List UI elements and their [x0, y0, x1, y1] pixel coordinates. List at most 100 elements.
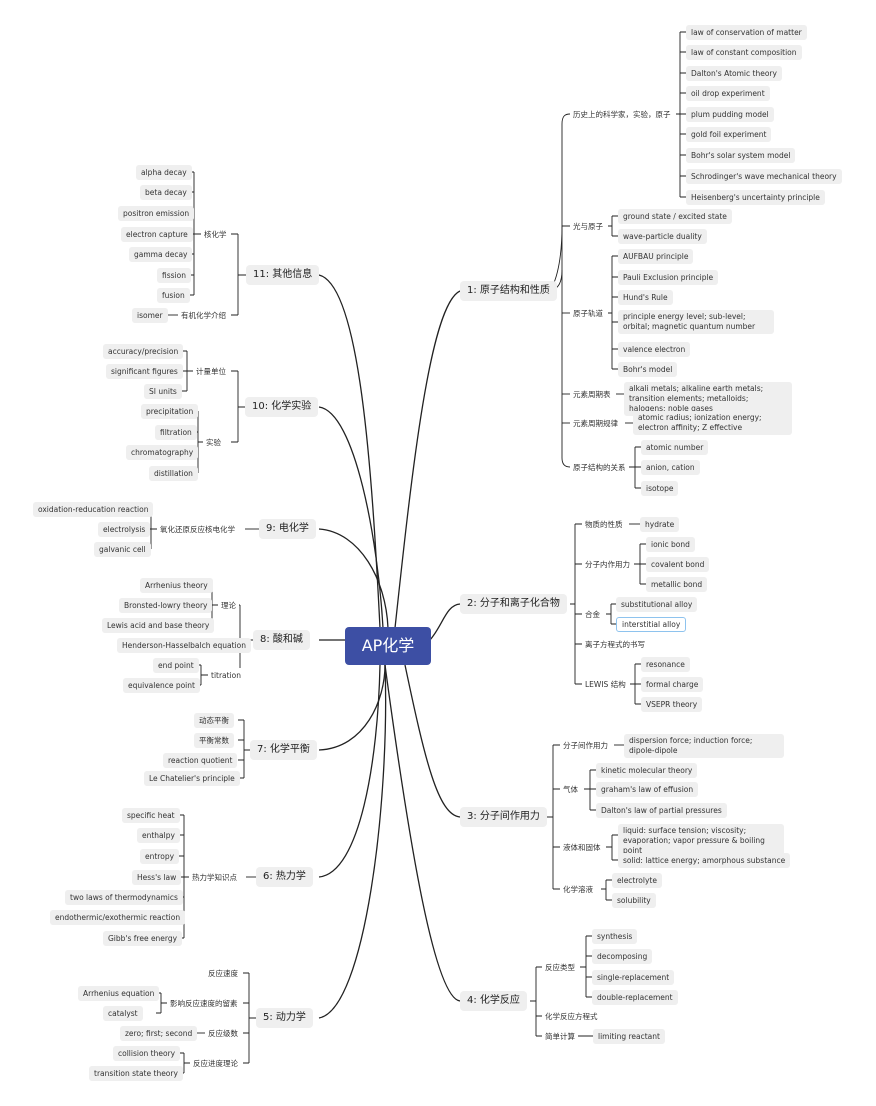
- b2-sub[interactable]: LEWIS 结构: [582, 677, 629, 692]
- b11-leaf[interactable]: electron capture: [121, 227, 193, 242]
- b3-sub[interactable]: 液体和固体: [560, 840, 604, 855]
- b10-leaf[interactable]: accuracy/precision: [103, 344, 184, 359]
- b6-leaf[interactable]: endothermic/exothermic reaction: [50, 910, 186, 925]
- b1-leaf[interactable]: Schrodinger's wave mechanical theory: [686, 169, 842, 184]
- b4-sub[interactable]: 化学反应方程式: [542, 1009, 601, 1024]
- branch-7-title[interactable]: 7: 化学平衡: [250, 740, 317, 760]
- b10-leaf[interactable]: filtration: [155, 425, 197, 440]
- b4-sub[interactable]: 简单计算: [542, 1029, 578, 1044]
- b6-leaf[interactable]: Hess's law: [132, 870, 182, 885]
- branch-10-title[interactable]: 10: 化学实验: [245, 397, 319, 417]
- b1-leaf[interactable]: gold foil experiment: [686, 127, 772, 142]
- b7-leaf[interactable]: reaction quotient: [163, 753, 238, 768]
- b10-sub[interactable]: 实验: [203, 435, 224, 450]
- b11-leaf[interactable]: fission: [157, 268, 191, 283]
- b4-sub[interactable]: 反应类型: [542, 960, 578, 975]
- b6-leaf[interactable]: Gibb's free energy: [103, 931, 183, 946]
- b8-leaf[interactable]: Lewis acid and base theory: [102, 618, 215, 633]
- b1-leaf[interactable]: law of constant composition: [686, 45, 802, 60]
- b1-leaf[interactable]: isotope: [641, 481, 679, 496]
- b8-leaf[interactable]: end point: [153, 658, 199, 673]
- b2-sub[interactable]: 物质的性质: [582, 517, 626, 532]
- b5-sub[interactable]: 反应速度: [205, 966, 241, 981]
- b2-sub[interactable]: 离子方程式的书写: [582, 637, 648, 652]
- b3-leaf[interactable]: solubility: [612, 893, 656, 908]
- b1-leaf[interactable]: Bohr's solar system model: [686, 148, 796, 163]
- b6-leaf[interactable]: specific heat: [122, 808, 180, 823]
- b7-leaf[interactable]: 平衡常数: [194, 733, 234, 748]
- b10-leaf[interactable]: SI units: [144, 384, 182, 399]
- b1-sub-periodic-trends[interactable]: 元素周期规律: [570, 416, 621, 431]
- b8-sub[interactable]: 理论: [218, 598, 239, 613]
- b6-leaf[interactable]: enthalpy: [137, 828, 180, 843]
- b5-leaf[interactable]: collision theory: [113, 1046, 181, 1061]
- branch-6-title[interactable]: 6: 热力学: [256, 867, 313, 887]
- b2-leaf[interactable]: substitutional alloy: [616, 597, 698, 612]
- b1-leaf[interactable]: atomic radius; ionization energy; electr…: [633, 411, 792, 435]
- b9-sub[interactable]: 氧化还原反应核电化学: [157, 522, 238, 537]
- b5-leaf[interactable]: transition state theory: [89, 1066, 183, 1081]
- b9-leaf[interactable]: galvanic cell: [94, 542, 151, 557]
- b1-leaf[interactable]: atomic number: [641, 440, 709, 455]
- b3-sub[interactable]: 气体: [560, 782, 581, 797]
- branch-9-title[interactable]: 9: 电化学: [259, 519, 316, 539]
- b1-leaf[interactable]: oil drop experiment: [686, 86, 770, 101]
- root-node[interactable]: AP化学: [345, 627, 431, 665]
- b1-leaf[interactable]: law of conservation of matter: [686, 25, 807, 40]
- b3-leaf[interactable]: electrolyte: [612, 873, 662, 888]
- b4-leaf[interactable]: single-replacement: [592, 970, 675, 985]
- b1-sub-periodic-table[interactable]: 元素周期表: [570, 387, 614, 402]
- b3-leaf[interactable]: liquid: surface tension; viscosity; evap…: [618, 824, 784, 858]
- b5-sub[interactable]: 反应进度理论: [190, 1056, 241, 1071]
- b11-leaf[interactable]: fusion: [157, 288, 190, 303]
- b3-leaf[interactable]: kinetic molecular theory: [596, 763, 698, 778]
- b8-leaf[interactable]: equivalence point: [123, 678, 200, 693]
- b11-sub[interactable]: 有机化学介绍: [178, 308, 229, 323]
- b2-leaf[interactable]: formal charge: [641, 677, 704, 692]
- b1-leaf[interactable]: Heisenberg's uncertainty principle: [686, 190, 825, 205]
- b3-leaf[interactable]: solid: lattice energy; amorphous substan…: [618, 853, 791, 868]
- b4-leaf[interactable]: decomposing: [592, 949, 653, 964]
- b2-leaf[interactable]: ionic bond: [646, 537, 695, 552]
- b2-leaf[interactable]: covalent bond: [646, 557, 710, 572]
- b1-sub-light[interactable]: 光与原子: [570, 219, 606, 234]
- b2-leaf[interactable]: resonance: [641, 657, 690, 672]
- b3-sub[interactable]: 化学溶液: [560, 882, 596, 897]
- branch-5-title[interactable]: 5: 动力学: [256, 1008, 313, 1028]
- b1-leaf[interactable]: principle energy level; sub-level; orbit…: [618, 310, 774, 334]
- branch-4-title[interactable]: 4: 化学反应: [460, 991, 527, 1011]
- b11-leaf[interactable]: gamma decay: [129, 247, 193, 262]
- b10-sub[interactable]: 计量单位: [193, 364, 229, 379]
- b2-leaf[interactable]: VSEPR theory: [641, 697, 703, 712]
- b2-leaf-selected[interactable]: interstitial alloy: [616, 617, 687, 632]
- b1-leaf[interactable]: plum pudding model: [686, 107, 774, 122]
- b6-sub[interactable]: 热力学知识点: [189, 870, 240, 885]
- b1-leaf[interactable]: ground state / excited state: [618, 209, 732, 224]
- b5-leaf[interactable]: zero; first; second: [120, 1026, 198, 1041]
- branch-3-title[interactable]: 3: 分子间作用力: [460, 807, 547, 827]
- b1-leaf[interactable]: alkali metals; alkaline earth metals; tr…: [624, 382, 792, 416]
- b7-leaf[interactable]: 动态平衡: [194, 713, 234, 728]
- b5-leaf[interactable]: Arrhenius equation: [78, 986, 160, 1001]
- b2-sub[interactable]: 合金: [582, 607, 603, 622]
- branch-2-title[interactable]: 2: 分子和离子化合物: [460, 594, 567, 614]
- b4-leaf[interactable]: limiting reactant: [593, 1029, 665, 1044]
- b4-leaf[interactable]: synthesis: [592, 929, 638, 944]
- b11-leaf[interactable]: isomer: [132, 308, 168, 323]
- b5-leaf[interactable]: catalyst: [103, 1006, 143, 1021]
- b10-leaf[interactable]: precipitation: [141, 404, 199, 419]
- b3-sub[interactable]: 分子间作用力: [560, 738, 611, 753]
- b3-leaf[interactable]: graham's law of effusion: [596, 782, 699, 797]
- b5-sub[interactable]: 影响反应速度的留素: [167, 996, 241, 1011]
- b1-leaf[interactable]: valence electron: [618, 342, 691, 357]
- b5-sub[interactable]: 反应级数: [205, 1026, 241, 1041]
- b9-leaf[interactable]: electrolysis: [98, 522, 151, 537]
- b11-leaf[interactable]: alpha decay: [136, 165, 192, 180]
- b11-leaf[interactable]: beta decay: [140, 185, 192, 200]
- branch-11-title[interactable]: 11: 其他信息: [246, 265, 320, 285]
- b1-leaf[interactable]: anion, cation: [641, 460, 700, 475]
- b8-sub[interactable]: titration: [208, 668, 245, 683]
- branch-8-title[interactable]: 8: 酸和碱: [253, 630, 310, 650]
- branch-1-title[interactable]: 1: 原子结构和性质: [460, 281, 557, 301]
- b4-leaf[interactable]: double-replacement: [592, 990, 678, 1005]
